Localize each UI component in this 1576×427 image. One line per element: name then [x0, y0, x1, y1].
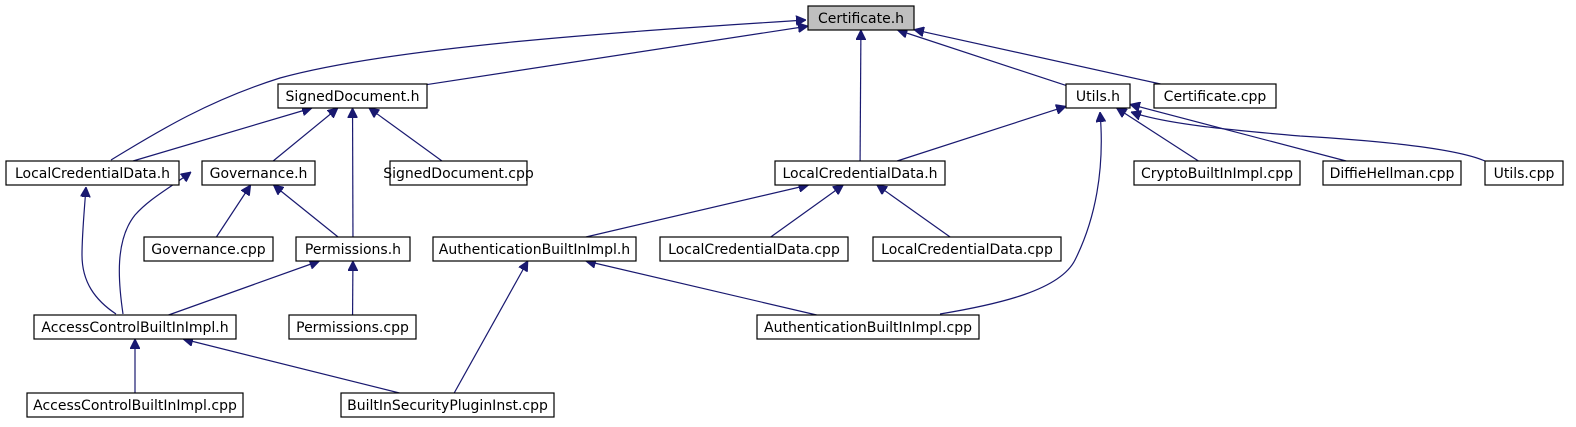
node-box	[1133, 160, 1301, 186]
edge-localcredentialdata-cpp-2-to-localcredentialdata-h-mid	[877, 185, 951, 238]
node-localcredentialdata-h-left[interactable]: LocalCredentialData.h	[5, 160, 180, 186]
node-label: LocalCredentialData.cpp	[668, 242, 840, 258]
edge-governance-h-to-signeddocument-h	[272, 108, 338, 162]
node-box	[1153, 83, 1277, 109]
node-box	[26, 392, 244, 418]
edge-localcredentialdata-h-mid-to-utils-h	[896, 106, 1066, 162]
edge-certificate-cpp-to-certificate-h	[914, 30, 1161, 85]
node-label: AuthenticationBuiltInImpl.h	[439, 242, 630, 258]
node-box	[143, 236, 274, 262]
edge-authenticationbuiltinimpl-cpp-to-authenticationbuiltinimpl-h	[586, 261, 817, 316]
edge-signeddocument-h-to-certificate-h	[426, 26, 808, 86]
node-box	[33, 314, 237, 340]
node-permissions-h[interactable]: Permissions.h	[295, 236, 411, 262]
node-box	[872, 236, 1062, 262]
node-label: AuthenticationBuiltInImpl.cpp	[764, 320, 972, 336]
node-governance-h[interactable]: Governance.h	[201, 160, 316, 186]
node-label: Permissions.h	[305, 242, 401, 258]
node-box	[201, 160, 316, 186]
node-diffiehellman-cpp[interactable]: DiffieHellman.cpp	[1322, 160, 1462, 186]
node-certificate-h[interactable]: Certificate.h	[807, 5, 915, 31]
edge-permissions-h-to-governance-h	[273, 185, 339, 238]
edge-authenticationbuiltinimpl-h-to-localcredentialdata-h-mid	[585, 185, 809, 238]
node-box	[774, 160, 946, 186]
edge-builtinsecurityplugininst-cpp-to-accesscontrolbuiltinimpl-h	[183, 339, 400, 394]
edges	[82, 20, 1486, 394]
node-box	[1322, 160, 1462, 186]
node-box	[1484, 160, 1564, 186]
edge-authenticationbuiltinimpl-cpp-to-utils-h	[939, 112, 1101, 315]
node-label: LocalCredentialData.cpp	[881, 242, 1053, 258]
node-governance-cpp[interactable]: Governance.cpp	[143, 236, 274, 262]
edge-utils-h-to-certificate-h	[897, 30, 1067, 87]
node-box	[295, 236, 411, 262]
node-cryptobuiltinimpl-cpp[interactable]: CryptoBuiltInImpl.cpp	[1133, 160, 1301, 186]
edge-localcredentialdata-cpp-1-to-localcredentialdata-h-mid	[770, 185, 844, 238]
node-label: LocalCredentialData.h	[782, 166, 937, 182]
edge-accesscontrolbuiltinimpl-h-to-governance-h	[118, 172, 191, 315]
node-signeddocument-cpp[interactable]: SignedDocument.cpp	[383, 160, 534, 186]
node-box	[432, 236, 637, 262]
node-box	[1065, 83, 1131, 109]
node-label: Governance.cpp	[151, 242, 265, 258]
node-label: SignedDocument.cpp	[383, 166, 534, 182]
node-box	[288, 314, 417, 340]
node-utils-h[interactable]: Utils.h	[1065, 83, 1131, 109]
node-label: Governance.h	[210, 166, 308, 182]
node-label: CryptoBuiltInImpl.cpp	[1141, 166, 1293, 182]
node-box	[277, 83, 428, 109]
node-label: AccessControlBuiltInImpl.h	[41, 320, 228, 336]
node-box	[5, 160, 180, 186]
node-label: BuiltInSecurityPluginInst.cpp	[347, 398, 548, 414]
node-localcredentialdata-cpp-1[interactable]: LocalCredentialData.cpp	[659, 236, 849, 262]
edge-localcredentialdata-h-left-to-signeddocument-h	[132, 108, 312, 162]
node-signeddocument-h[interactable]: SignedDocument.h	[277, 83, 428, 109]
edge-localcredentialdata-h-mid-to-certificate-h	[860, 30, 861, 162]
node-label: Permissions.cpp	[296, 320, 409, 336]
node-certificate-cpp[interactable]: Certificate.cpp	[1153, 83, 1277, 109]
node-box	[389, 160, 528, 186]
edge-accesscontrolbuiltinimpl-h-to-localcredentialdata-h-left	[82, 187, 117, 315]
node-authenticationbuiltinimpl-h[interactable]: AuthenticationBuiltInImpl.h	[432, 236, 637, 262]
node-label: Utils.h	[1076, 89, 1120, 105]
node-box	[340, 392, 555, 418]
edge-accesscontrolbuiltinimpl-h-to-permissions-h	[168, 261, 320, 316]
node-localcredentialdata-cpp-2[interactable]: LocalCredentialData.cpp	[872, 236, 1062, 262]
edge-builtinsecurityplugininst-cpp-to-authenticationbuiltinimpl-h	[453, 261, 528, 394]
node-box	[756, 314, 980, 340]
node-utils-cpp[interactable]: Utils.cpp	[1484, 160, 1564, 186]
node-localcredentialdata-h-mid[interactable]: LocalCredentialData.h	[774, 160, 946, 186]
node-label: Utils.cpp	[1494, 166, 1555, 182]
node-label: DiffieHellman.cpp	[1330, 166, 1455, 182]
node-permissions-cpp[interactable]: Permissions.cpp	[288, 314, 417, 340]
edge-governance-cpp-to-governance-h	[215, 185, 250, 238]
node-label: Certificate.h	[818, 11, 904, 27]
node-accesscontrolbuiltinimpl-cpp[interactable]: AccessControlBuiltInImpl.cpp	[26, 392, 244, 418]
edge-utils-cpp-to-utils-h	[1131, 112, 1486, 162]
node-box	[659, 236, 849, 262]
edge-diffiehellman-cpp-to-utils-h	[1130, 104, 1347, 162]
edge-cryptobuiltinimpl-cpp-to-utils-h	[1117, 108, 1199, 162]
edge-signeddocument-cpp-to-signeddocument-h	[369, 108, 443, 162]
node-builtinsecurityplugininst-cpp[interactable]: BuiltInSecurityPluginInst.cpp	[340, 392, 555, 418]
node-label: LocalCredentialData.h	[15, 166, 170, 182]
node-label: Certificate.cpp	[1164, 89, 1267, 105]
edge-localcredentialdata-h-left-to-certificate-h	[110, 20, 806, 161]
node-label: SignedDocument.h	[286, 89, 420, 105]
node-authenticationbuiltinimpl-cpp[interactable]: AuthenticationBuiltInImpl.cpp	[756, 314, 980, 340]
node-label: AccessControlBuiltInImpl.cpp	[33, 398, 237, 414]
node-accesscontrolbuiltinimpl-h[interactable]: AccessControlBuiltInImpl.h	[33, 314, 237, 340]
node-box	[807, 5, 915, 31]
